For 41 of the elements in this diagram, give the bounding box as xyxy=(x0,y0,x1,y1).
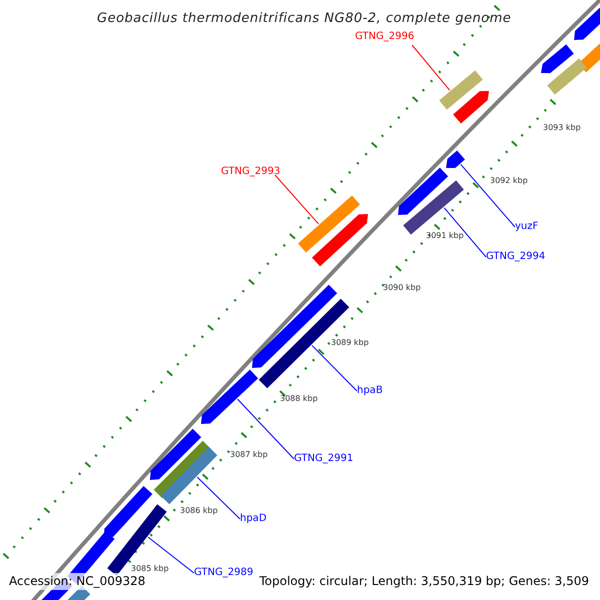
gene-feature xyxy=(541,44,574,74)
leader-line xyxy=(148,536,194,574)
gene-feature xyxy=(160,446,218,504)
gene-feature xyxy=(446,150,465,168)
leader-line xyxy=(274,174,320,224)
gene-label: hpaD xyxy=(240,512,267,525)
gene-feature xyxy=(201,370,258,424)
gene-label: GTNG_2994 xyxy=(486,250,546,263)
title: Geobacillus thermodenitrificans NG80-2, complete genome xyxy=(97,10,512,28)
gene-label: GTNG_2989 xyxy=(194,566,254,579)
gene-label: hpaB xyxy=(357,384,383,397)
gene-label: GTNG_2996 xyxy=(355,30,414,43)
gene-feature xyxy=(547,58,587,95)
gene-feature xyxy=(453,91,489,124)
scale-label: 3090 kbp xyxy=(383,282,421,293)
scale-label: 3091 kbp xyxy=(426,230,464,241)
scale-label: 3089 kbp xyxy=(331,337,369,348)
scale-label: 3086 kbp xyxy=(180,505,218,516)
gene-feature xyxy=(312,214,368,266)
gene-feature xyxy=(107,504,167,576)
leader-line xyxy=(196,476,240,520)
gene-label: yuzF xyxy=(515,220,538,233)
gene-label: GTNG_2991 xyxy=(294,452,354,465)
leader-line xyxy=(460,164,516,228)
gene-feature xyxy=(439,70,483,110)
gene-feature xyxy=(574,8,600,40)
scale-label: 3088 kbp xyxy=(280,393,318,404)
leader-line xyxy=(444,207,486,258)
gene-feature xyxy=(298,196,360,252)
scale-label: 3085 kbp xyxy=(131,563,169,574)
gene-label: GTNG_2993 xyxy=(221,165,280,178)
leader-line xyxy=(237,398,294,460)
scale-label: 3093 kbp xyxy=(543,122,581,133)
leader-line xyxy=(412,44,450,91)
gene-feature xyxy=(258,298,350,388)
leader-line xyxy=(312,344,358,392)
scale-label: 3092 kbp xyxy=(490,175,528,186)
scale-label: 3087 kbp xyxy=(230,449,268,460)
gene-feature xyxy=(150,428,202,480)
gene-feature xyxy=(398,168,448,215)
gene-feature xyxy=(104,486,152,538)
